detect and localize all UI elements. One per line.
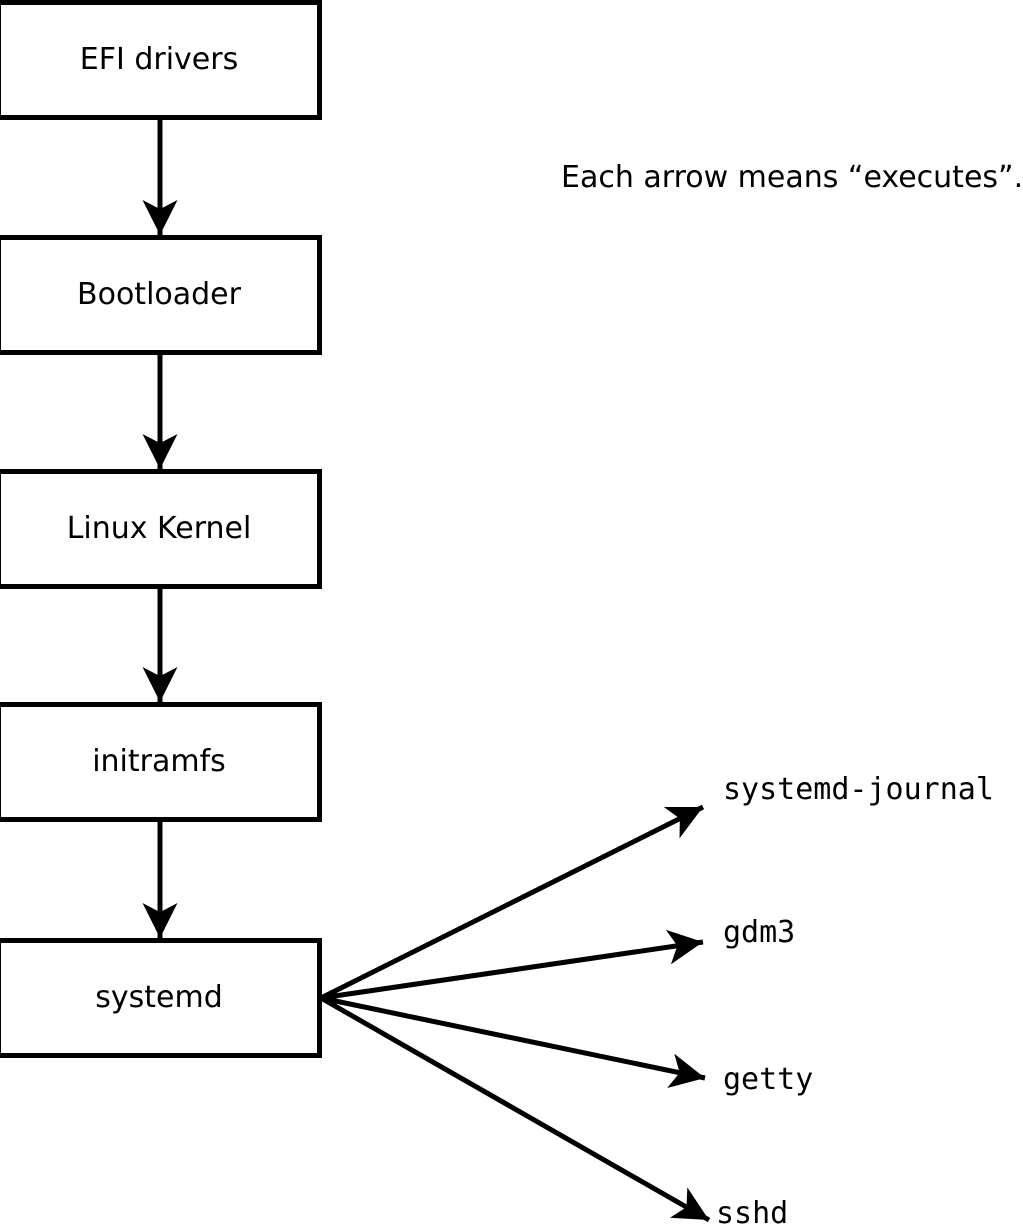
spawn-label-getty: getty <box>723 1062 814 1097</box>
flow-box-label: Linux Kernel <box>66 511 252 546</box>
flow-box-label: Bootloader <box>77 277 241 312</box>
arrow-systemd-to-journal <box>319 804 705 1001</box>
flow-box-label: EFI drivers <box>79 42 239 77</box>
spawn-label-systemd-journal: systemd-journal <box>723 772 994 807</box>
flow-box-initramfs: initramfs <box>0 702 322 822</box>
arrow-systemd-to-sshd <box>319 995 711 1223</box>
flow-box-linux-kernel: Linux Kernel <box>0 469 322 589</box>
spawn-label-sshd: sshd <box>716 1196 789 1230</box>
arrow-meaning-note: Each arrow means “executes”. <box>561 160 1023 195</box>
flow-box-label: initramfs <box>92 744 226 779</box>
arrow-systemd-to-gdm3 <box>320 929 704 1001</box>
arrow-systemd-to-getty <box>320 995 706 1088</box>
flow-box-efi-drivers: EFI drivers <box>0 0 322 120</box>
flow-box-bootloader: Bootloader <box>0 235 322 355</box>
flow-box-label: systemd <box>95 980 223 1015</box>
flow-box-systemd: systemd <box>0 938 322 1058</box>
spawn-label-gdm3: gdm3 <box>723 915 796 950</box>
